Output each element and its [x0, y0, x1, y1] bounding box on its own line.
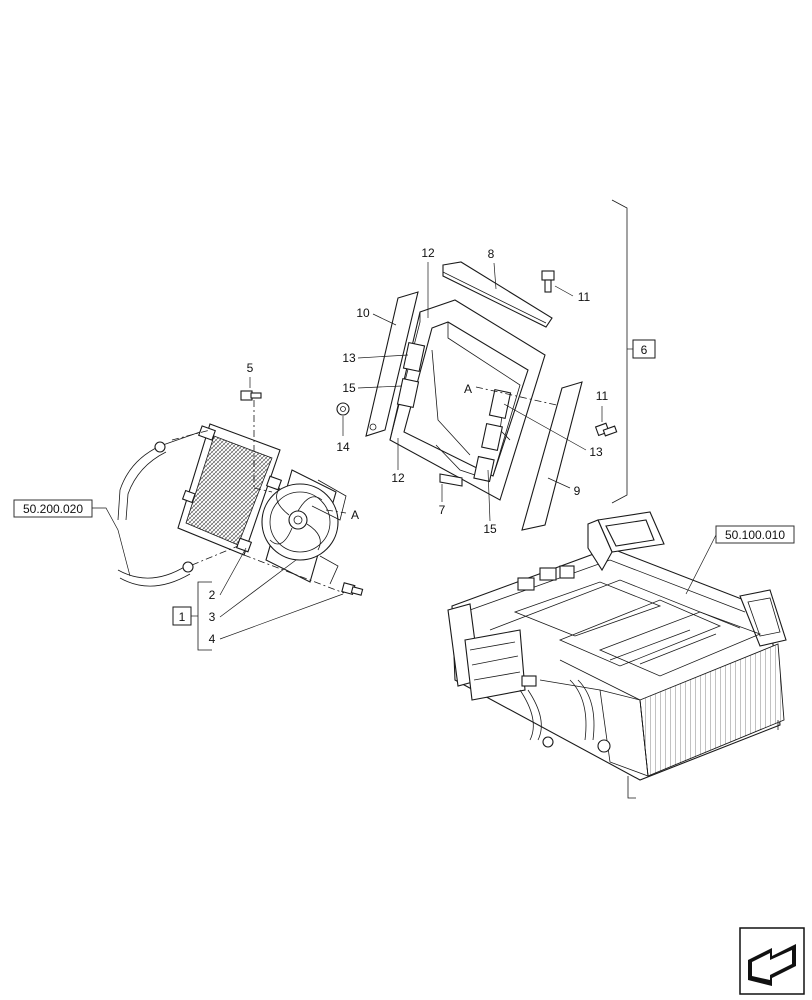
mark-a-upper: A — [464, 382, 472, 396]
mark-a-fan: A — [351, 508, 359, 522]
callout-15-left: 15 — [342, 381, 356, 395]
callout-3: 3 — [209, 610, 216, 624]
callout-12-top: 12 — [421, 246, 435, 260]
part-7-frame: 7 — [389, 299, 546, 517]
callout-5: 5 — [247, 361, 254, 375]
next-page-arrow-icon[interactable] — [739, 927, 805, 995]
part-11-upper-bolt: 11 — [541, 270, 591, 304]
callout-4: 4 — [209, 632, 216, 646]
reference-50-200-020[interactable]: 50.200.020 — [13, 499, 131, 577]
callout-15-bottom: 15 — [483, 522, 497, 536]
callout-11-right: 11 — [596, 389, 609, 403]
part-8-top-plate: 8 — [442, 247, 553, 328]
reference-label-right: 50.100.010 — [725, 528, 785, 542]
callout-13-left: 13 — [342, 351, 356, 365]
reference-50-100-010[interactable]: 50.100.010 — [685, 525, 795, 595]
reference-label-left: 50.200.020 — [23, 502, 83, 516]
part-5-bolt: 5 — [240, 361, 262, 401]
callout-11-upper: 11 — [578, 290, 591, 304]
callout-1: 1 — [179, 610, 186, 624]
part-14-grommet: 14 — [336, 402, 350, 454]
part-1-condenser-assembly — [117, 400, 347, 594]
part-4-bolt — [341, 582, 364, 596]
callout-6: 6 — [641, 343, 648, 357]
hvac-module — [447, 511, 787, 799]
callout-12-bottom: 12 — [391, 471, 405, 485]
callout-2: 2 — [209, 588, 216, 602]
group-6-bracket: 6 — [611, 199, 656, 504]
part-11-right-bolt: 11 — [594, 389, 618, 437]
callout-7: 7 — [439, 503, 446, 517]
callout-13-right: 13 — [589, 445, 603, 459]
callout-10: 10 — [356, 306, 370, 320]
callout-14: 14 — [336, 440, 350, 454]
part-9-right-seal: 9 — [521, 381, 583, 531]
callout-8: 8 — [488, 247, 495, 261]
group-1-bracket: 1 2 3 4 — [172, 547, 344, 651]
callout-9: 9 — [574, 484, 581, 498]
part-10-left-seal: 10 — [356, 291, 419, 437]
